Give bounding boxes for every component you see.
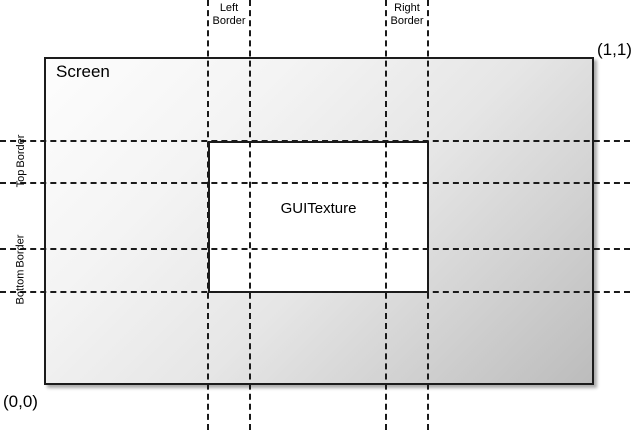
guide-line-right-border-inner	[385, 0, 387, 430]
top-border-label-line1: Top	[14, 169, 27, 188]
guide-line-bottom-border-inner	[0, 248, 630, 250]
guide-line-bottom-border-outer	[0, 291, 630, 293]
bottom-border-label-line2: Border	[14, 234, 26, 268]
guitexture-label: GUITexture	[280, 200, 357, 217]
coordinate-label-bottom-left: (0,0)	[3, 392, 38, 411]
top-border-label: Top Border	[0, 135, 42, 188]
screen-label: Screen	[56, 62, 110, 81]
guide-line-left-border-outer	[207, 0, 209, 430]
guide-line-right-border-outer	[427, 0, 429, 430]
left-border-label-line2: Border	[212, 15, 246, 27]
left-border-label: Left Border	[208, 2, 250, 28]
right-border-label-line1: Right	[394, 2, 420, 14]
guitexture-rectangle	[208, 141, 429, 293]
bottom-border-label-line1: Bottom	[14, 269, 26, 305]
right-border-label-line2: Border	[390, 15, 424, 27]
top-border-label-line2: Border	[14, 134, 27, 168]
left-border-label-line1: Left	[219, 2, 239, 14]
guide-line-left-border-inner	[249, 0, 251, 430]
bottom-border-label: Bottom Border	[0, 235, 43, 305]
guide-line-top-border-inner	[0, 182, 630, 184]
guide-line-top-border-outer	[0, 140, 630, 142]
right-border-label: Right Border	[386, 2, 428, 28]
coordinate-label-top-right: (1,1)	[597, 40, 632, 59]
